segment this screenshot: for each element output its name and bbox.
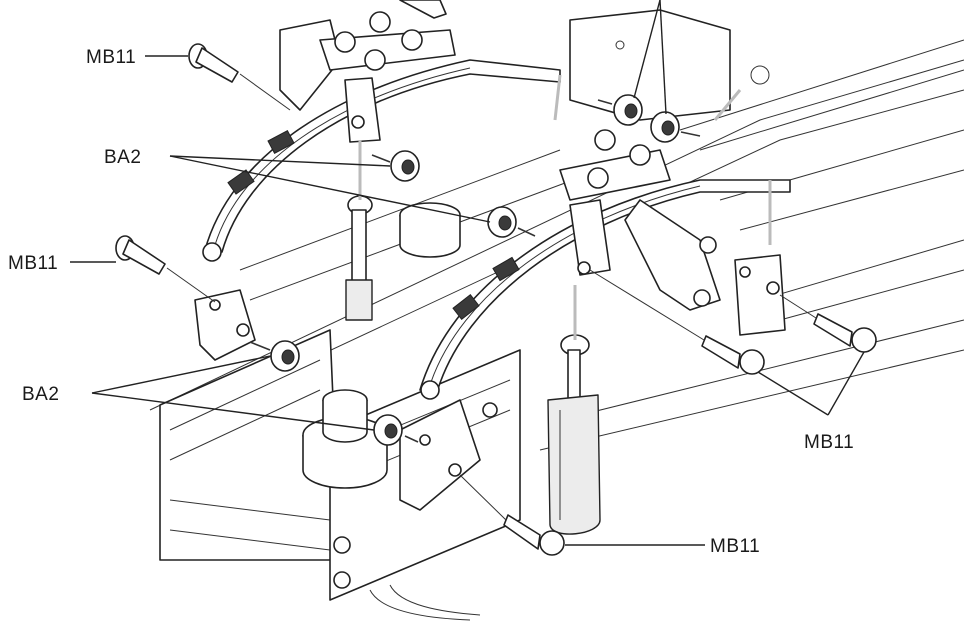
- screw-mb11-top-left: [188, 43, 291, 111]
- screw-top-partial: [399, 0, 447, 19]
- gearbox-screw-1: [333, 536, 351, 554]
- nut-ba2-2: [487, 206, 536, 238]
- gearbox-screw-2: [333, 571, 351, 589]
- label-mb11-mid-left: MB11: [8, 253, 58, 274]
- motor-hole: [615, 40, 625, 50]
- nut-ba2-1: [371, 150, 420, 182]
- motor-box: [569, 9, 731, 121]
- nut-top-right-2: [650, 111, 701, 143]
- rear-hanger: [734, 254, 786, 336]
- front-bracket-left: [194, 289, 256, 361]
- leader-lines: [70, 0, 865, 546]
- assembly-arrows: [358, 74, 772, 340]
- leaf-spring-right: [419, 179, 791, 400]
- screw-mb11-bottom: [459, 474, 565, 556]
- label-ba2-lower: BA2: [22, 384, 59, 405]
- rail-screw: [750, 65, 770, 85]
- label-mb11-bottom: MB11: [710, 536, 760, 557]
- screw-mb11-mid-left: [115, 235, 216, 303]
- label-ba2-upper: BA2: [104, 147, 141, 168]
- shock-absorber-right: [547, 334, 601, 535]
- shock-absorber-left: [345, 195, 373, 321]
- label-mb11-top-left: MB11: [86, 47, 136, 68]
- label-mb11-right: MB11: [804, 432, 854, 453]
- upper-shackle-plate-right: [559, 129, 721, 311]
- front-bracket-right: [399, 399, 498, 511]
- nut-ba2-3: [249, 340, 300, 372]
- screw-mb11-right-2: [589, 269, 765, 375]
- screw-mb11-right-1: [779, 294, 877, 353]
- nut-ba2-4: [373, 414, 419, 446]
- upper-shackle-plate-left: [279, 11, 456, 143]
- nut-top-right-1: [597, 94, 643, 126]
